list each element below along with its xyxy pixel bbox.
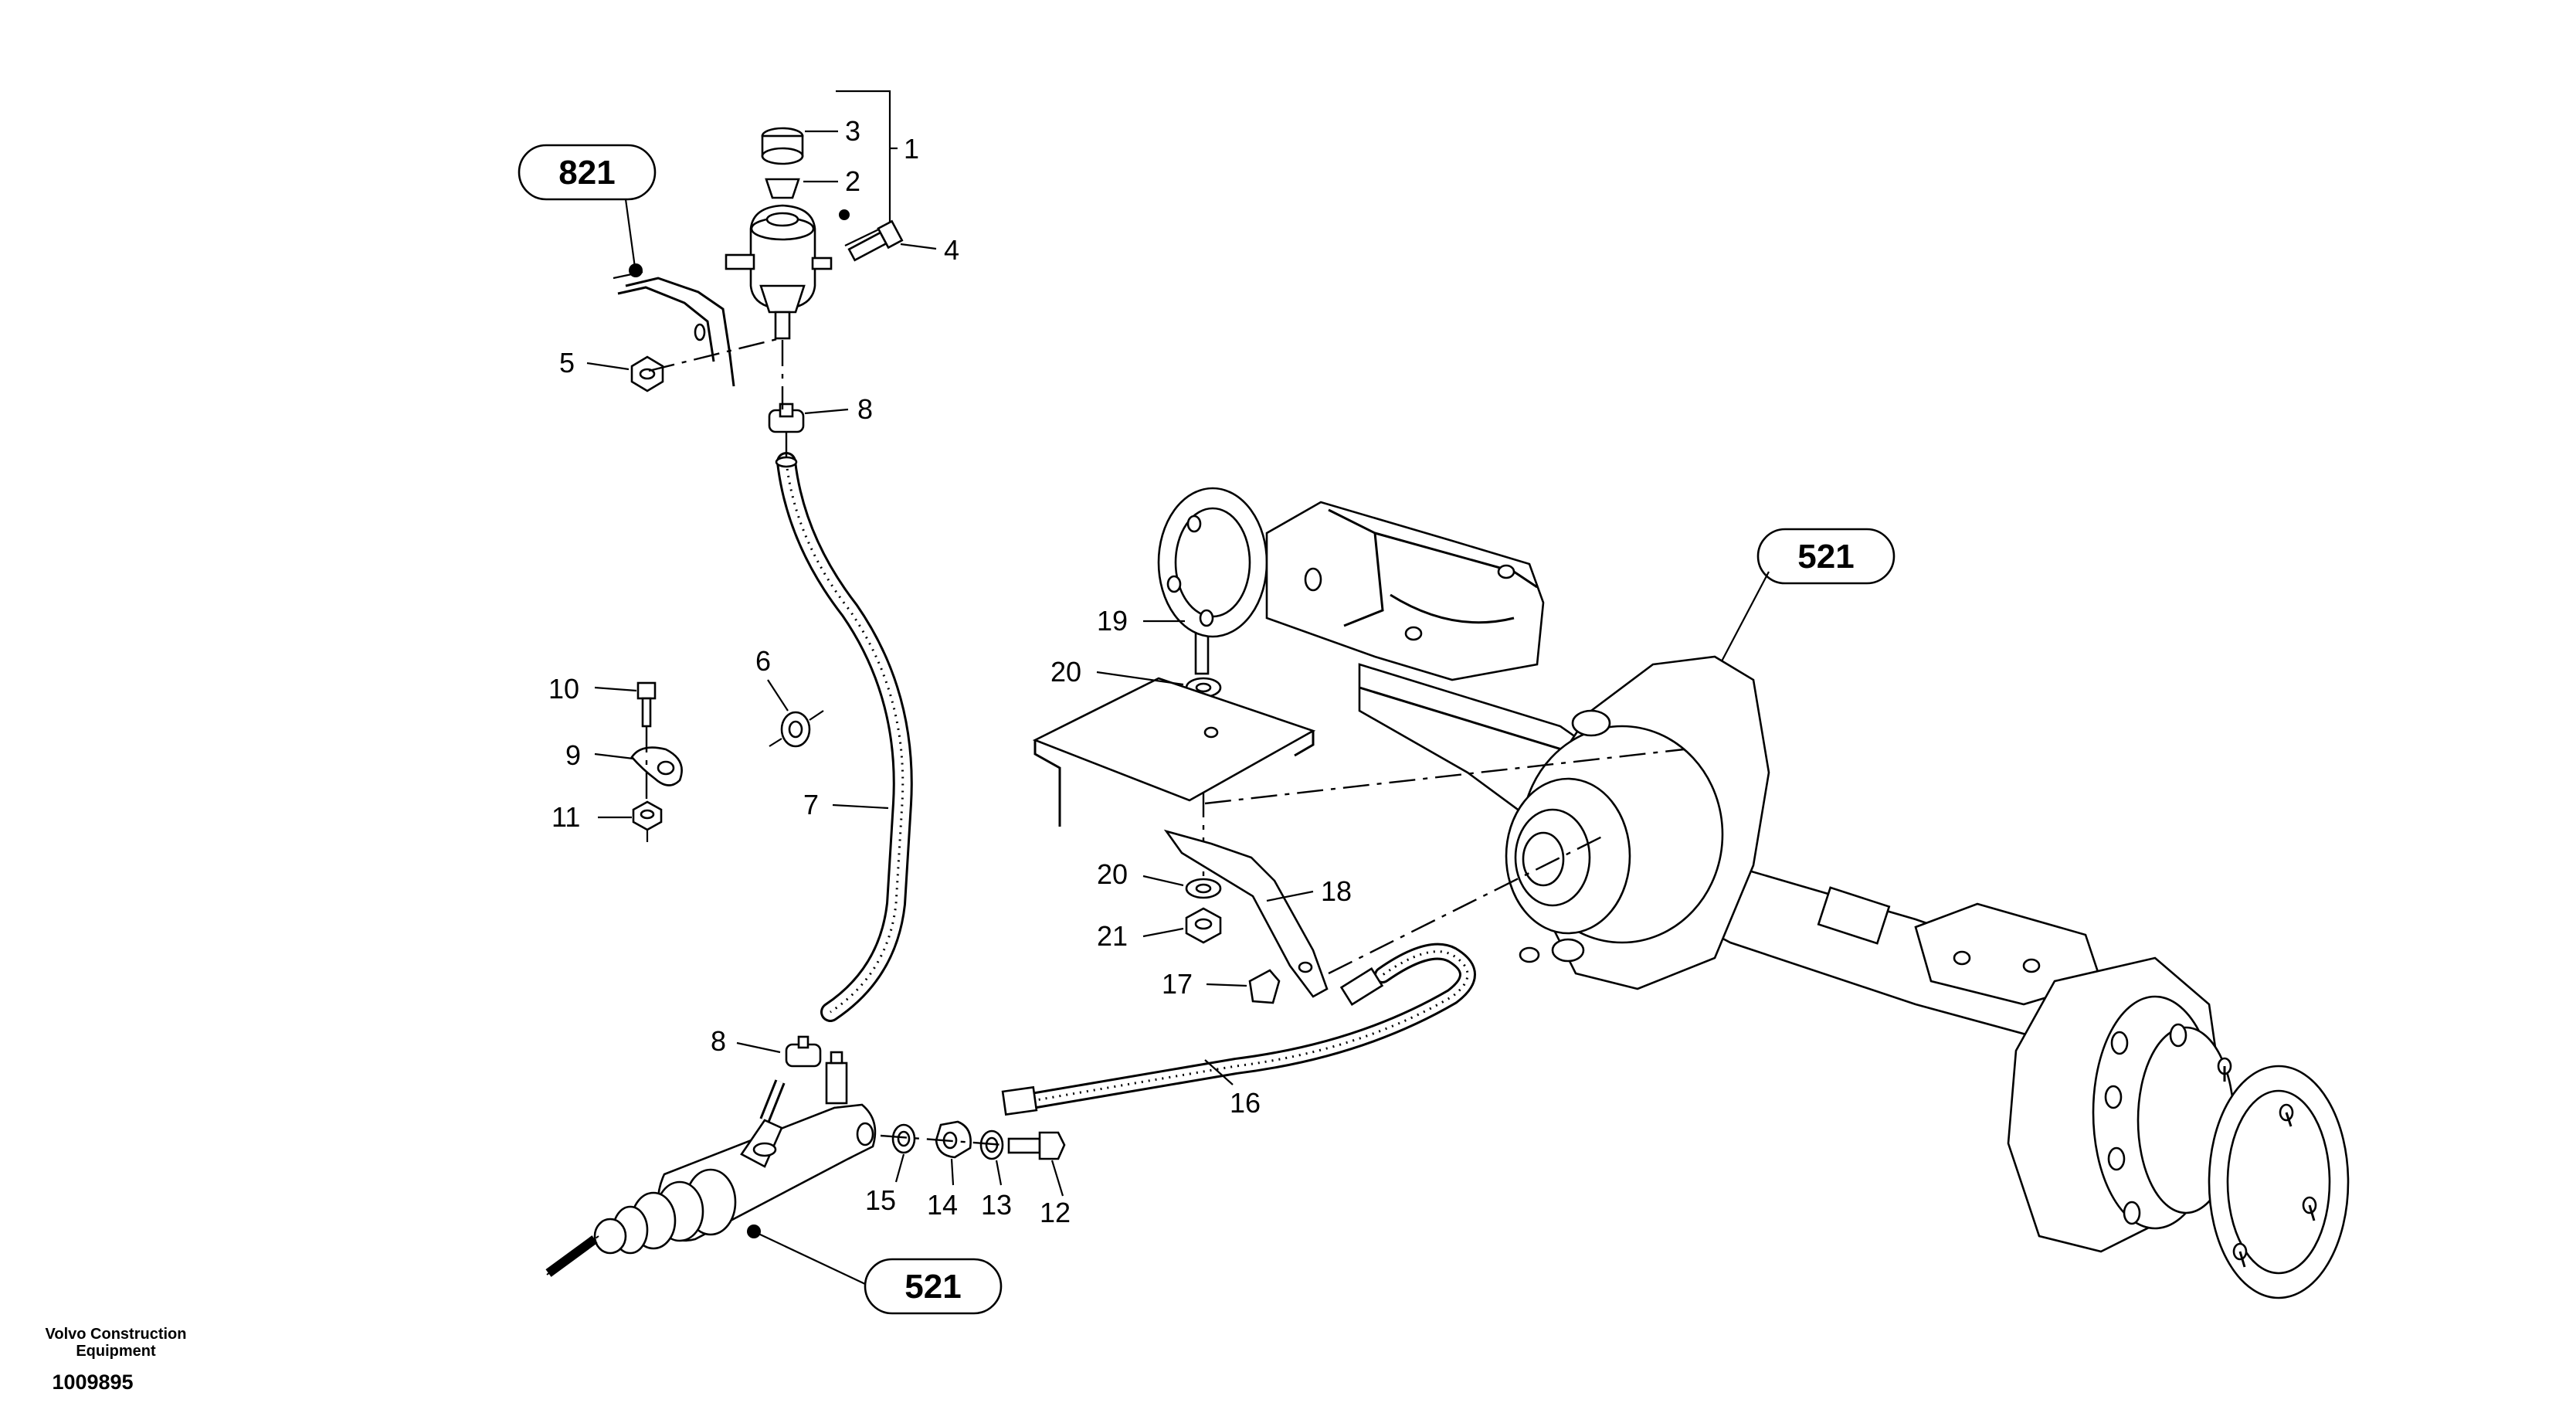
- svg-text:18: 18: [1321, 875, 1352, 907]
- svg-text:4: 4: [944, 234, 959, 266]
- clamp-group: [630, 681, 824, 842]
- callout-2: 2: [803, 165, 860, 197]
- svg-text:17: 17: [1162, 968, 1193, 1000]
- callout-14: 14: [927, 1158, 958, 1221]
- reference-label-821: 821: [558, 154, 615, 192]
- callout-4: 4: [900, 234, 959, 266]
- brand-name: Volvo Construction Equipment: [45, 1326, 187, 1360]
- brake-pipe-16: [1001, 943, 1476, 1116]
- reference-label-521-axle: 521: [1797, 538, 1854, 576]
- svg-text:3: 3: [845, 115, 860, 147]
- svg-text:2: 2: [845, 165, 860, 197]
- hose-7: [775, 433, 913, 1022]
- svg-text:12: 12: [1040, 1197, 1071, 1228]
- svg-text:13: 13: [981, 1189, 1012, 1221]
- svg-text:10: 10: [548, 673, 579, 705]
- callout-8-bottom: 8: [711, 1025, 781, 1057]
- svg-text:1: 1: [904, 133, 919, 165]
- reference-bubble-521-cylinder[interactable]: 521: [747, 1224, 1003, 1315]
- callout-1: 1: [890, 133, 919, 165]
- bracket-assembly: [1032, 604, 1329, 1004]
- master-cylinder: [545, 1035, 1066, 1277]
- callout-3: 3: [805, 115, 860, 147]
- reference-label-521-cylinder: 521: [904, 1268, 961, 1306]
- callout-13: 13: [981, 1160, 1012, 1221]
- callout-7: 7: [803, 789, 889, 820]
- callout-20-bottom: 20: [1097, 858, 1184, 890]
- callout-9: 9: [565, 739, 634, 771]
- svg-text:19: 19: [1097, 605, 1128, 637]
- callout-6: 6: [755, 645, 789, 712]
- callout-15: 15: [865, 1153, 905, 1216]
- svg-text:20: 20: [1097, 858, 1128, 890]
- callout-21: 21: [1097, 920, 1184, 952]
- svg-text:14: 14: [927, 1189, 958, 1221]
- callout-17: 17: [1162, 968, 1247, 1000]
- svg-text:7: 7: [803, 789, 819, 820]
- callout-10: 10: [548, 673, 637, 705]
- callout-5: 5: [559, 347, 630, 379]
- svg-text:8: 8: [711, 1025, 726, 1057]
- callout-19: 19: [1097, 605, 1185, 637]
- reservoir-assembly: [613, 90, 904, 433]
- drawing-number: 1009895: [52, 1371, 134, 1394]
- svg-text:21: 21: [1097, 920, 1128, 952]
- svg-text:8: 8: [857, 393, 873, 425]
- svg-text:6: 6: [755, 645, 771, 677]
- svg-text:16: 16: [1230, 1087, 1261, 1119]
- svg-text:20: 20: [1050, 656, 1081, 688]
- reference-bubble-821[interactable]: 821: [518, 144, 657, 277]
- callout-18: 18: [1266, 875, 1352, 907]
- callout-16: 16: [1204, 1059, 1261, 1119]
- svg-text:5: 5: [559, 347, 575, 379]
- callout-11: 11: [552, 801, 632, 833]
- svg-text:9: 9: [565, 739, 581, 771]
- svg-text:15: 15: [865, 1184, 896, 1216]
- callouts: 1 2 3 4 5 6 7 8 8 9 10 11 12 13 14 15 16…: [548, 115, 1352, 1228]
- callout-12: 12: [1040, 1160, 1071, 1228]
- axle-assembly: [1157, 487, 2350, 1299]
- callout-20-top: 20: [1050, 656, 1184, 688]
- svg-text:11: 11: [552, 801, 580, 833]
- callout-8-top: 8: [804, 393, 873, 425]
